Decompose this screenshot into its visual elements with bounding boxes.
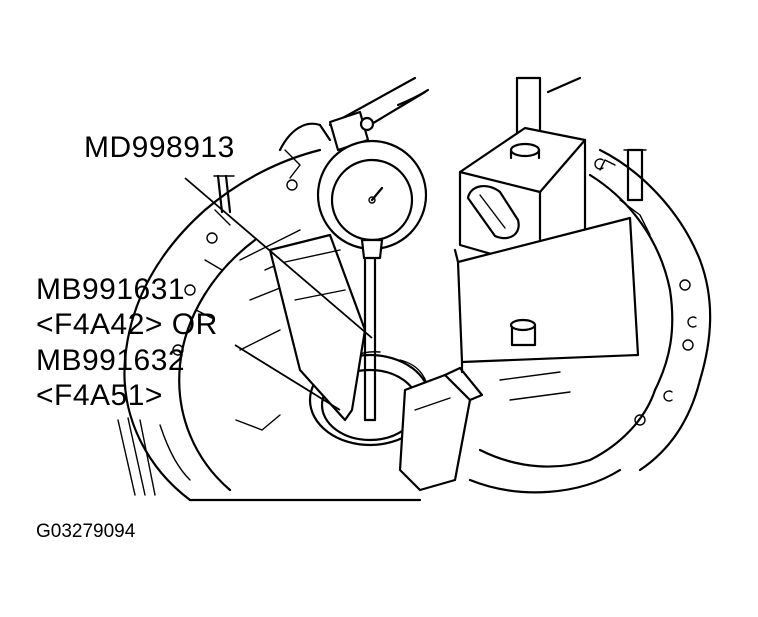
magnetic-base xyxy=(453,76,640,374)
label-tool-line4: <F4A51> xyxy=(36,379,163,412)
leader-special-tool xyxy=(234,344,341,411)
special-tool xyxy=(268,233,377,422)
dial-indicator xyxy=(316,76,430,260)
transaxle-case xyxy=(117,122,712,502)
label-tool-line3: MB991632 xyxy=(36,344,186,377)
label-dial-gauge: MD998913 xyxy=(84,131,235,164)
figure-id: G03279094 xyxy=(36,521,136,542)
shaft-parts xyxy=(398,366,622,494)
leader-dial-gauge xyxy=(184,177,373,339)
label-tool-line2: <F4A42> OR xyxy=(36,308,218,341)
label-tool-line1: MB991631 xyxy=(36,273,186,306)
